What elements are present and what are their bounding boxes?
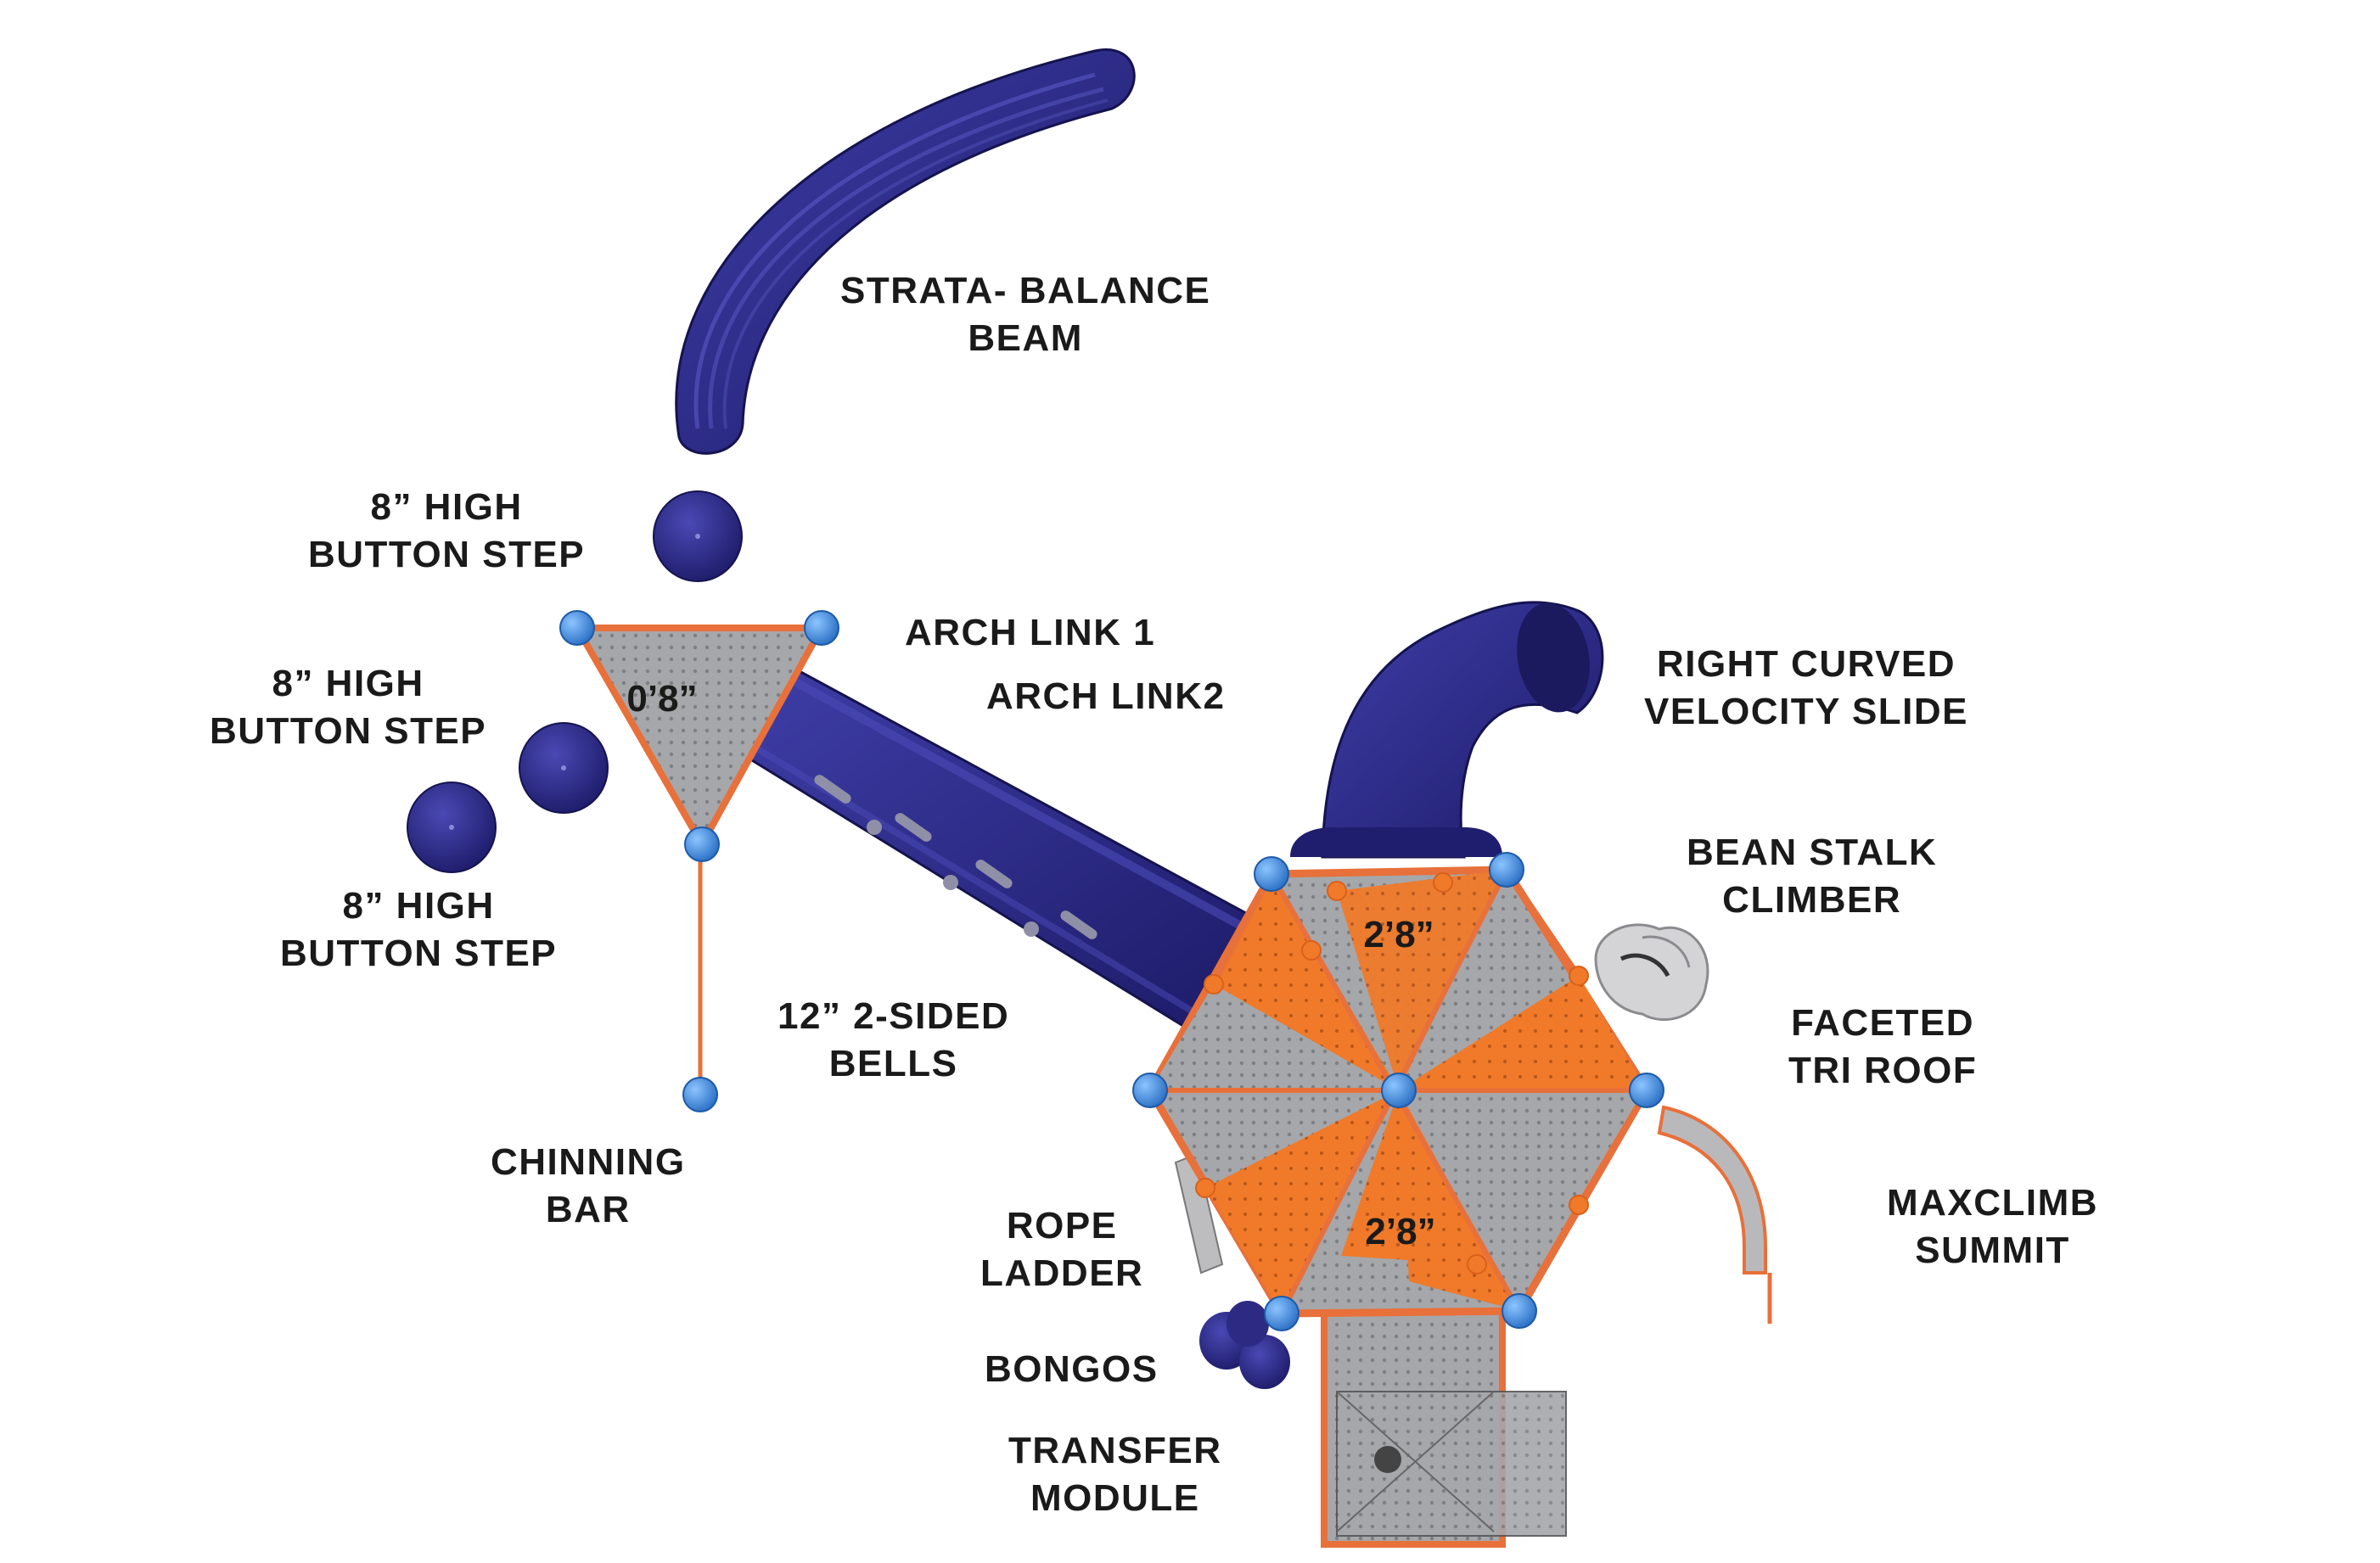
joint-cap — [1301, 940, 1322, 961]
joint-cap — [1204, 974, 1224, 994]
bongos — [1199, 1301, 1290, 1389]
deck-height-hex-bottom: 2’8” — [1365, 1211, 1435, 1252]
right-curved-velocity-slide — [1290, 601, 1604, 859]
deck-height-hex-top: 2’8” — [1363, 914, 1434, 955]
transfer-module — [1321, 1303, 1567, 1548]
post-cap — [682, 1077, 718, 1112]
post-cap — [559, 610, 595, 646]
joint-cap — [1433, 872, 1453, 893]
joint-cap — [1327, 881, 1347, 901]
button-step-2 — [519, 722, 609, 814]
balance-beam — [675, 48, 1136, 455]
maxclimb-summit — [1657, 1105, 1772, 1324]
post-cap — [1381, 1073, 1417, 1108]
post-cap — [684, 826, 720, 862]
joint-cap — [1195, 1178, 1215, 1198]
joint-cap — [1569, 1195, 1589, 1215]
post-cap — [804, 610, 839, 646]
joint-cap — [1467, 1254, 1487, 1274]
button-step-1 — [653, 490, 743, 582]
post-cap — [1629, 1073, 1664, 1108]
post-caps — [559, 610, 1664, 1331]
triangle-deck — [574, 625, 825, 848]
deck-height-triangle: 0’8” — [626, 678, 697, 720]
joint-cap — [1569, 966, 1589, 986]
post-cap — [1132, 1073, 1168, 1108]
bean-stalk-climber — [1594, 923, 1709, 1022]
post-cap — [1264, 1296, 1299, 1331]
arch-link-tunnel — [727, 669, 1254, 1042]
post-cap — [1254, 856, 1289, 892]
button-step-3 — [407, 782, 497, 873]
label-bongos: BONGOS — [985, 1348, 1159, 1390]
label-arch-link-2: ARCH LINK2 — [986, 675, 1226, 717]
post-cap — [1489, 852, 1524, 888]
post-cap — [1502, 1293, 1537, 1329]
label-arch-link-1: ARCH LINK 1 — [905, 612, 1156, 653]
